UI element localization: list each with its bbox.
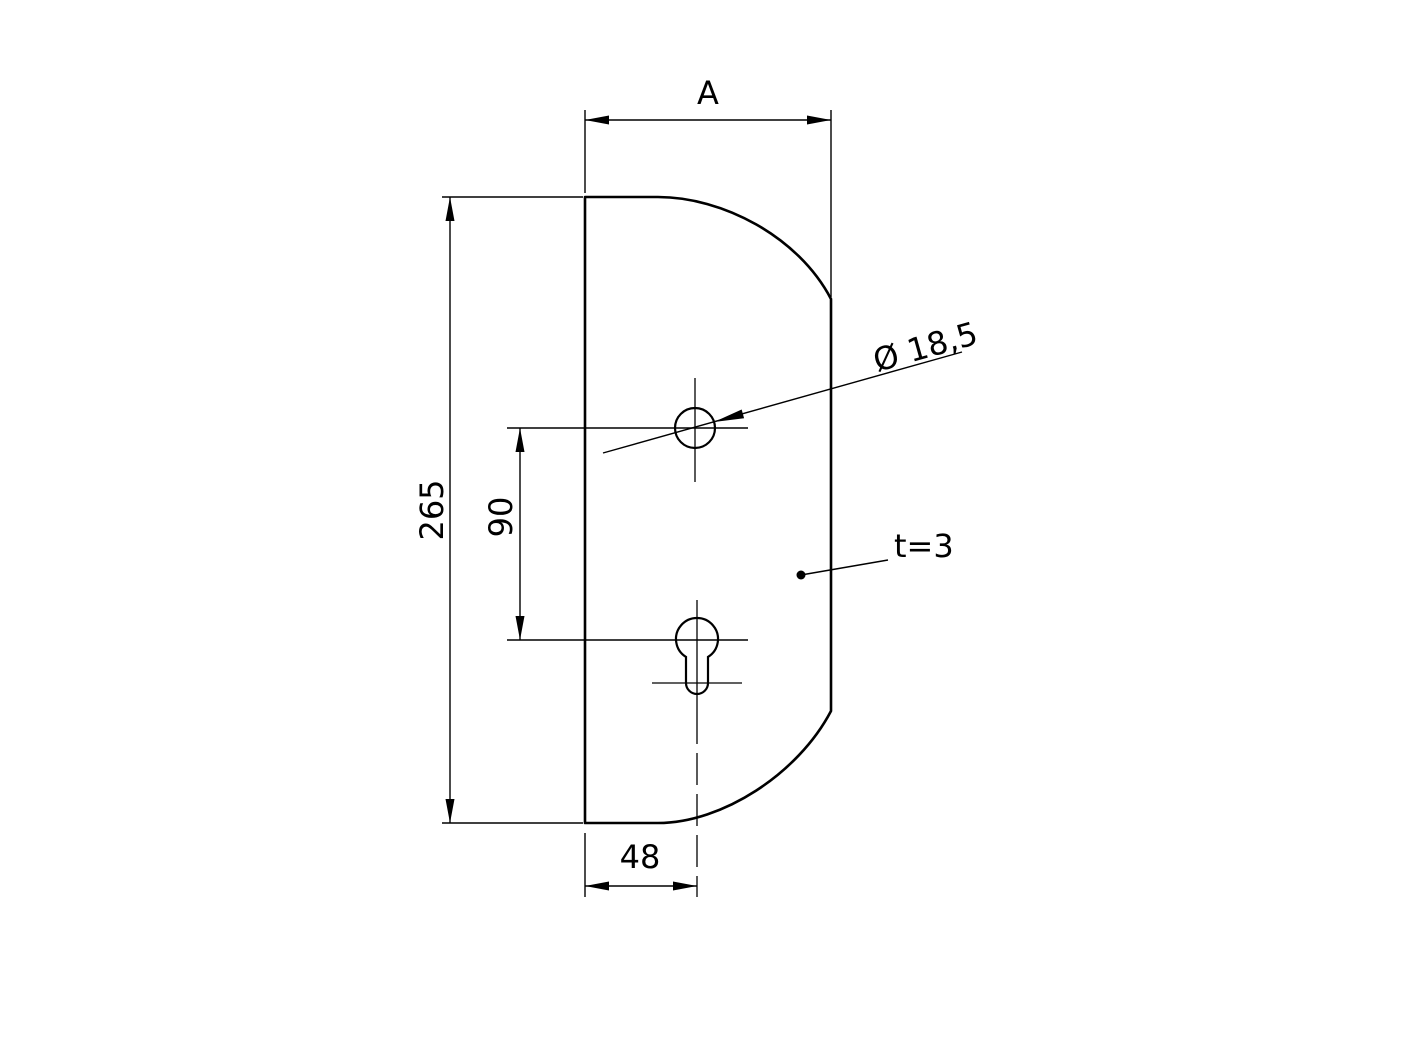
dim-265-arrow-bottom — [445, 799, 455, 823]
dim-265-arrow-top — [445, 197, 455, 221]
keyhole-euro-profile — [674, 616, 720, 696]
dim-a-label: A — [697, 74, 719, 112]
dim-48-arrow-right — [673, 881, 697, 891]
thickness-label: t=3 — [894, 527, 954, 565]
dim-48-label: 48 — [620, 838, 661, 876]
dim-90-arrow-top — [515, 428, 525, 452]
dim-90-label: 90 — [482, 497, 520, 538]
diameter-label: Ø 18,5 — [869, 314, 982, 379]
dim-90-arrow-bottom — [515, 616, 525, 640]
dim-265-label: 265 — [413, 479, 451, 540]
plate-outline — [583, 195, 833, 825]
thickness-leader-line — [800, 559, 889, 576]
diameter-leader-line — [602, 351, 963, 454]
dim-a-arrow-right — [807, 115, 831, 125]
dim-48-arrow-left — [585, 881, 609, 891]
dim-a-arrow-left — [585, 115, 609, 125]
diameter-leader-arrow — [714, 409, 745, 422]
